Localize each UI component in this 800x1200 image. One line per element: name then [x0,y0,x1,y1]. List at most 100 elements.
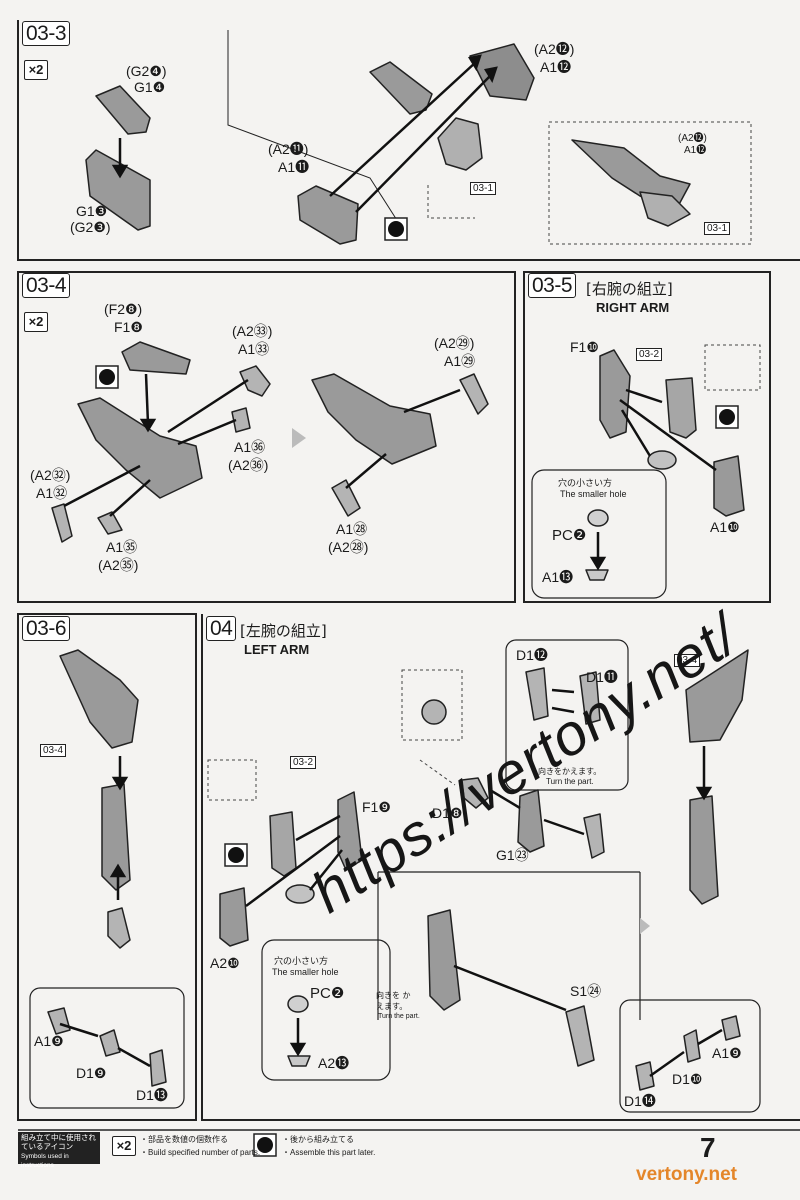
part-04-forearm [427,909,461,1011]
part-f1-8 [121,341,191,375]
part-label: G1❹ [134,79,166,95]
part-label: (A2⓫) [268,141,309,157]
part-label: (A2㉜) [30,467,71,483]
part-label: (A2㉘) [328,539,369,555]
part-label: (G2❹) [126,63,167,79]
part-label: A1❾ [34,1033,64,1049]
frame-03-4 [17,271,516,603]
left-arm-title-en: LEFT ARM [244,642,310,657]
part-04-upper [685,649,749,743]
part-03-4-assembled [311,373,437,465]
part-label: D1❽ [432,805,463,821]
part-a1-11 [297,185,359,245]
ref-03-4: 03-4 [40,744,67,757]
x2-icon: ×2 [24,312,48,332]
frame-03-5 [523,271,771,603]
part-label: D1⓬ [516,647,548,663]
part-label: F1❿ [570,339,599,355]
note-smaller-hole-en: The smaller hole [560,489,627,499]
ref-03-4: 03-4 [674,654,701,667]
note-turn-en: Turn the part. [546,777,594,786]
step-03-4: 03-4 [22,273,71,298]
step-03-3: 03-3 [22,21,71,46]
legend-build-en: ・Build specified number of parts. [140,1148,261,1157]
part-label: D1⓭ [136,1087,168,1103]
right-arm-title-jp: [右腕の組立] [586,280,673,298]
part-03-2-left [269,811,297,877]
legend-header: 組み立て中に使用されているアイコン Symbols used in instru… [18,1132,100,1169]
part-label: D1❾ [76,1065,107,1081]
ref-03-1: 03-1 [704,222,731,235]
part-03-2-ref [665,377,697,439]
detail-box-pc2-right [531,469,667,599]
legend-later-jp: ・後から組み立てる [282,1135,354,1144]
part-04-lower [689,795,719,905]
part-label: F1❾ [362,799,391,815]
note-smaller-hole-jp: 穴の小さい方 [274,957,329,967]
detail-box-d1 [505,639,629,791]
part-label: (A2⓬) [678,133,707,144]
part-label: A1❾ [712,1045,742,1061]
detail-box-hand-left [619,999,761,1113]
frame-03-6 [17,613,197,1121]
part-label: G1㉓ [496,847,529,863]
part-03-6-upper [59,649,139,749]
part-f1-9 [337,791,363,871]
part-label: A1⓬ [540,59,572,75]
part-a1-12-shield [369,61,433,115]
left-arm-title-jp: [左腕の組立] [240,622,327,640]
part-label: A1㉟ [106,539,138,555]
note-smaller-hole-jp: 穴の小さい方 [558,479,613,489]
note-turn-jp: 向きを かえます。 [376,991,411,1011]
part-label: A1⓬ [684,145,707,156]
part-03-1-joint [437,117,483,171]
part-label: (A2㉟) [98,557,139,573]
part-f1-10 [599,349,631,439]
part-label: (G2❸) [70,219,111,235]
page-number: 7 [700,1132,716,1163]
part-label: A1㉝ [238,341,270,357]
part-label: A1⓫ [278,159,310,175]
part-detail-wing [571,139,691,211]
legend-later-en: ・Assemble this part later. [282,1148,376,1157]
part-label: F1❽ [114,319,143,335]
detail-box-pc2-left [261,939,391,1081]
part-label: G1❸ [76,203,108,219]
part-a1-12-block [469,43,535,101]
part-label: A1⓭ [542,569,574,585]
x2-icon: ×2 [24,60,48,80]
step-04: 04 [206,616,237,641]
part-label: PC❷ [310,985,345,1002]
part-label: S1㉔ [570,983,602,999]
part-a2-10 [219,887,249,947]
frame-03-3 [17,20,800,261]
part-label: D1⓫ [586,669,618,685]
part-label: A2⓭ [318,1055,350,1071]
assemble-later-icons [95,217,739,1157]
x2-icon: ×2 [112,1136,136,1156]
part-label: (A2⓬) [534,41,575,57]
part-a1-10 [713,455,745,517]
watermark-corner: vertony.net [636,1164,738,1185]
part-label: A1㉘ [336,521,368,537]
part-label: D1⓮ [624,1093,656,1109]
part-label: A2❿ [210,955,240,971]
part-label: (A2㉝) [232,323,273,339]
right-arm-title-en: RIGHT ARM [596,300,670,315]
part-label: (A2㊱) [228,457,269,473]
legend-build-jp: ・部品を数値の個数作る [140,1135,228,1144]
frame-04 [201,614,800,1121]
part-label: A1❿ [710,519,740,535]
ref-03-2: 03-2 [636,348,663,361]
part-label: (F2❽) [104,301,143,317]
part-g1-4 [95,85,151,135]
detail-box-hand-right [29,987,185,1109]
part-label: A1㉜ [36,485,68,501]
ref-03-2: 03-2 [290,756,317,769]
part-g1-3 [85,149,151,231]
note-turn-en: Turn the part. [378,1013,420,1020]
part-label: PC❷ [552,527,587,544]
part-03-4-body [77,397,203,499]
note-turn-jp: 向きをかえます。 [538,767,602,776]
